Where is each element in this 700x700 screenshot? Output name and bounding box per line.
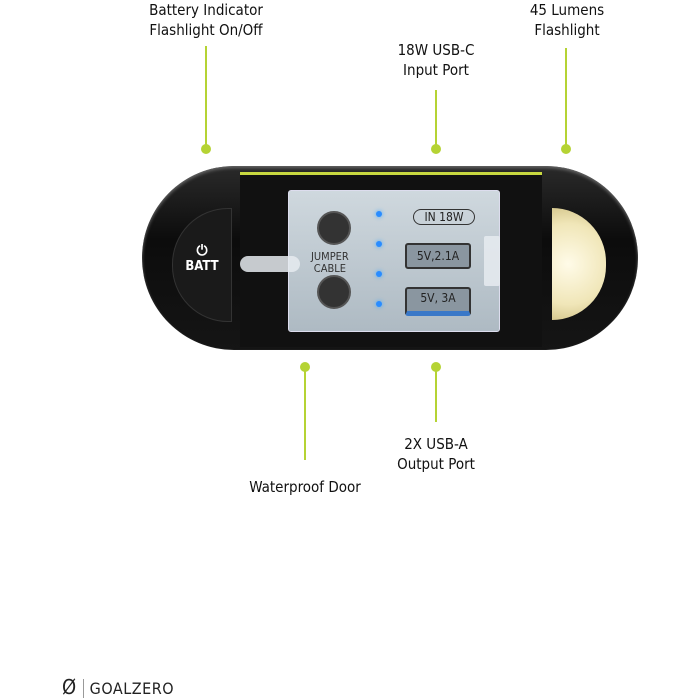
callout-usba: 2X USB-A Output Port	[397, 434, 475, 474]
flashlight-lens	[552, 208, 606, 320]
callout-door: Waterproof Door	[249, 477, 361, 497]
power-icon: ⏻	[196, 243, 208, 259]
batt-button[interactable]: ⏻ BATT	[172, 208, 232, 322]
callout-dot	[201, 144, 211, 154]
callout-text: Waterproof Door	[249, 478, 361, 496]
batt-label: BATT	[185, 259, 219, 274]
callout-text: 45 Lumens	[529, 1, 605, 19]
callout-line	[435, 367, 437, 422]
callout-text: Input Port	[403, 61, 469, 79]
battery-led	[376, 301, 382, 307]
callout-text: Battery Indicator	[149, 1, 263, 19]
battery-led	[376, 211, 382, 217]
usba-port-1[interactable]: 5V,2.1A	[405, 243, 471, 269]
callout-usbc: 18W USB-C Input Port	[398, 40, 475, 80]
callout-line	[205, 46, 207, 149]
usba-port-2[interactable]: 5V, 3A	[405, 287, 471, 316]
usbc-port[interactable]: IN 18W	[413, 209, 475, 225]
callout-text: 18W USB-C	[397, 41, 475, 59]
battery-led	[376, 271, 382, 277]
callout-line	[304, 367, 306, 460]
battery-led	[376, 241, 382, 247]
door-latch[interactable]	[240, 256, 300, 272]
jumper-port-icon	[317, 211, 351, 245]
callout-dot	[561, 144, 571, 154]
jumper-port-icon	[317, 275, 351, 309]
callout-text: Output Port	[397, 455, 475, 473]
callout-line	[565, 48, 567, 149]
callout-text: 2X USB-A	[404, 435, 468, 453]
callout-text: Flashlight	[534, 21, 600, 39]
callout-text: Flashlight On/Off	[149, 21, 263, 39]
door-hinge	[484, 236, 500, 286]
callout-dot	[431, 144, 441, 154]
callout-line	[435, 90, 437, 149]
